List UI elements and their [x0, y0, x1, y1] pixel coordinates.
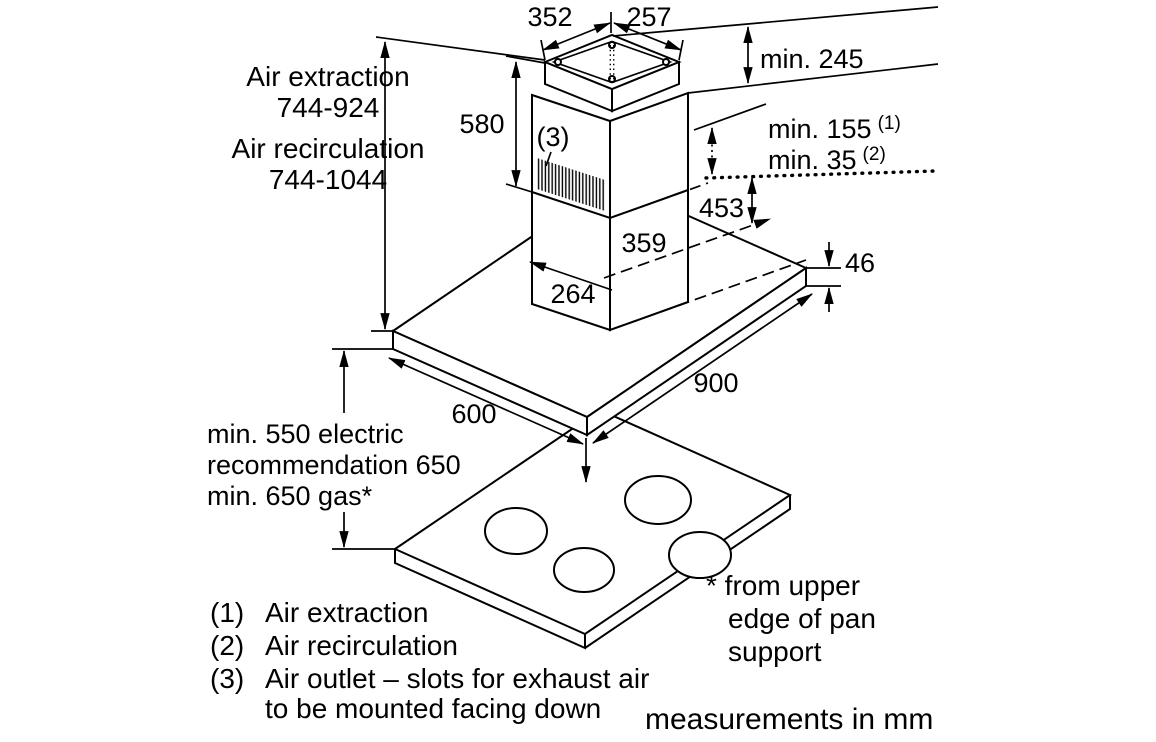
dim-352-label: 352 [527, 2, 572, 32]
dimension-min-550: min. 550 electric recommendation 650 min… [207, 348, 461, 550]
burner-ring [668, 531, 732, 579]
footnote-2-text: Air recirculation [265, 630, 458, 661]
height-note-line4: 744-1044 [269, 164, 387, 195]
dimension-46: 46 [806, 242, 875, 312]
upper-reference-line [693, 103, 767, 131]
dimension-min-155-35: min. 155 (1) min. 35 (2) [707, 113, 901, 176]
extension-lines [371, 36, 546, 332]
extension-lines [332, 348, 395, 550]
dim-line [388, 357, 584, 445]
dim-453-label: 453 [699, 193, 744, 223]
footnote-3-text: Air outlet – slots for exhaust air [265, 663, 649, 694]
corner-perforation [609, 45, 615, 83]
dimension-453: 453 [699, 176, 757, 225]
chimney-duct [531, 33, 689, 332]
dim-900-label: 900 [693, 368, 738, 398]
reference-lines [612, 6, 939, 94]
chimney-right-face [609, 91, 689, 332]
pan-note-line2: edge of pan [728, 603, 876, 634]
min-155-value: min. 155 [768, 114, 872, 144]
units-note: measurements in mm [645, 703, 933, 736]
dimension-600: 600 [388, 357, 584, 445]
footnotes: (1) Air extraction (2) Air recirculation… [210, 597, 649, 724]
dim-line [592, 293, 813, 444]
min-35-label: min. 35 (2) [768, 144, 886, 175]
dimension-359: 359 [621, 228, 666, 258]
dim-46-label: 46 [845, 248, 875, 278]
screw-hole [662, 58, 670, 66]
dim-600-label: 600 [451, 399, 496, 429]
min-155-sup: (1) [878, 113, 901, 134]
dim-359-label: 359 [621, 228, 666, 258]
dim-257-label: 257 [626, 2, 671, 32]
burner-ring [624, 475, 692, 525]
dim-line [528, 261, 613, 291]
callout-3: (3) [537, 122, 570, 167]
dim-264-label: 264 [550, 279, 595, 309]
cooktop [392, 408, 793, 650]
height-note-line1: Air extraction [246, 61, 409, 92]
min-155-label: min. 155 (1) [768, 113, 901, 144]
dimension-352: 352 [527, 2, 612, 61]
footnote-3-text-cont: to be mounted facing down [265, 693, 601, 724]
footnote-1-text: Air extraction [265, 597, 428, 628]
clearance-note-line1: min. 550 electric [207, 419, 404, 449]
height-note-line3: Air recirculation [232, 133, 425, 164]
extension-lines [806, 267, 841, 287]
pan-note-line3: support [728, 636, 822, 667]
min-35-sup: (2) [863, 144, 886, 165]
dimension-total-height: Air extraction 744-924 Air recirculation… [232, 36, 546, 332]
dimension-257: 257 [613, 2, 684, 61]
extension-ticks [505, 55, 546, 193]
joint-projection [609, 182, 709, 219]
hidden-edge-359 [603, 218, 772, 279]
projection-lines [603, 103, 938, 331]
clearance-note-line3: min. 650 gas* [207, 481, 373, 511]
dim-580-label: 580 [459, 109, 504, 139]
dimension-264: 264 [528, 261, 613, 309]
hidden-edge-canopy [609, 259, 807, 331]
pan-support-note: * from upper edge of pan support [706, 570, 876, 667]
pointer-line [545, 151, 552, 167]
cooktop-side-edges [394, 495, 791, 650]
height-note-line2: 744-924 [277, 92, 380, 123]
air-outlet-slots [537, 158, 605, 211]
footnote-1-num: (1) [210, 597, 244, 628]
dimension-580: 580 [459, 55, 546, 193]
burner-ring [484, 507, 548, 555]
burner-ring [553, 547, 615, 593]
pan-note-line1: * from upper [706, 570, 860, 601]
min-height-dotted-line [704, 169, 938, 180]
min-245-label: min. 245 [760, 44, 864, 74]
dimension-900: 900 [592, 293, 813, 444]
dim-line [613, 22, 682, 51]
callout-3-label: (3) [537, 122, 570, 152]
dim-line [542, 22, 611, 51]
dimension-min-245: min. 245 [612, 6, 939, 94]
footnote-3-num: (3) [210, 663, 244, 694]
clearance-note-line2: recommendation 650 [207, 450, 461, 480]
screw-hole [608, 75, 616, 83]
screw-hole [554, 58, 562, 66]
min-35-value: min. 35 [768, 145, 857, 175]
footnote-2-num: (2) [210, 630, 244, 661]
